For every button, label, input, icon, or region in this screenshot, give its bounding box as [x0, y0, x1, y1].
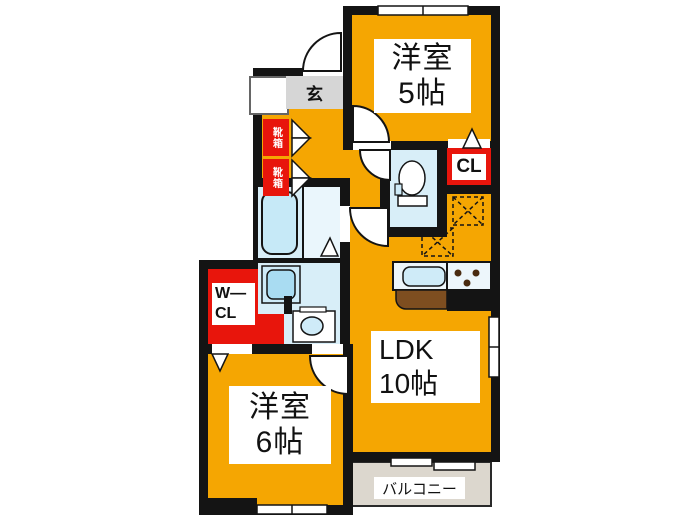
shoebox2-box — [263, 159, 289, 196]
bathroom — [258, 187, 340, 258]
folding-door-icon — [291, 137, 312, 158]
label-balcony: バルコニー — [374, 477, 465, 499]
wcl-line1: W— — [215, 285, 247, 302]
label-yoshitsu5: 洋室 5帖 — [374, 39, 471, 113]
label-closet: CL — [452, 154, 486, 180]
toilet-icon — [398, 160, 426, 196]
shoebox-text: 靴箱 — [270, 126, 282, 149]
label-shoebox1: 靴箱 — [263, 119, 289, 156]
yoshitsu6-door-icon — [308, 355, 349, 396]
label-ldk: LDK 10帖 — [371, 331, 480, 403]
shoebox-text: 靴箱 — [270, 166, 282, 189]
folding-door-icon — [291, 177, 312, 198]
balcony-sliding-door — [390, 457, 433, 467]
kitchen — [392, 261, 492, 310]
label-genkan: 玄 — [286, 76, 343, 109]
room-size: 6帖 — [255, 426, 305, 459]
genkan-text: 玄 — [306, 85, 323, 104]
entrance-door-icon — [301, 31, 342, 72]
bathtub-icon — [261, 191, 298, 255]
stove-icon — [454, 269, 480, 287]
bath-door-icon — [319, 236, 340, 257]
bathroom-door-icon — [348, 207, 389, 248]
label-walk-in-closet: W— CL — [212, 283, 255, 325]
room-size: 10帖 — [379, 368, 439, 399]
room-name: 洋室 — [391, 42, 454, 75]
room-name: LDK — [379, 334, 434, 365]
toilet-door-icon — [358, 149, 391, 182]
door-arcs — [301, 31, 391, 396]
porch — [249, 76, 289, 115]
washroom — [258, 263, 340, 344]
closet-text: CL — [456, 156, 482, 177]
room-size: 5帖 — [398, 77, 447, 110]
toilet-room — [390, 150, 437, 227]
label-yoshitsu6: 洋室 6帖 — [229, 386, 331, 464]
genkan-floor — [286, 76, 343, 109]
label-shoebox2: 靴箱 — [263, 159, 289, 196]
wcl-line2: CL — [215, 305, 237, 322]
closet-door-icon — [461, 127, 483, 149]
balcony-sliding-door — [433, 461, 476, 471]
room-name: 洋室 — [249, 391, 311, 424]
balcony-text: バルコニー — [382, 480, 457, 498]
shoebox1-box — [263, 119, 289, 156]
counter-edge — [395, 289, 448, 310]
wcl-door-icon — [210, 353, 230, 373]
windows — [256, 5, 500, 515]
entrance — [249, 76, 343, 115]
yoshitsu5-door-icon — [352, 104, 391, 143]
dashed-squares — [421, 196, 484, 257]
kitchen-sink-icon — [402, 266, 446, 287]
